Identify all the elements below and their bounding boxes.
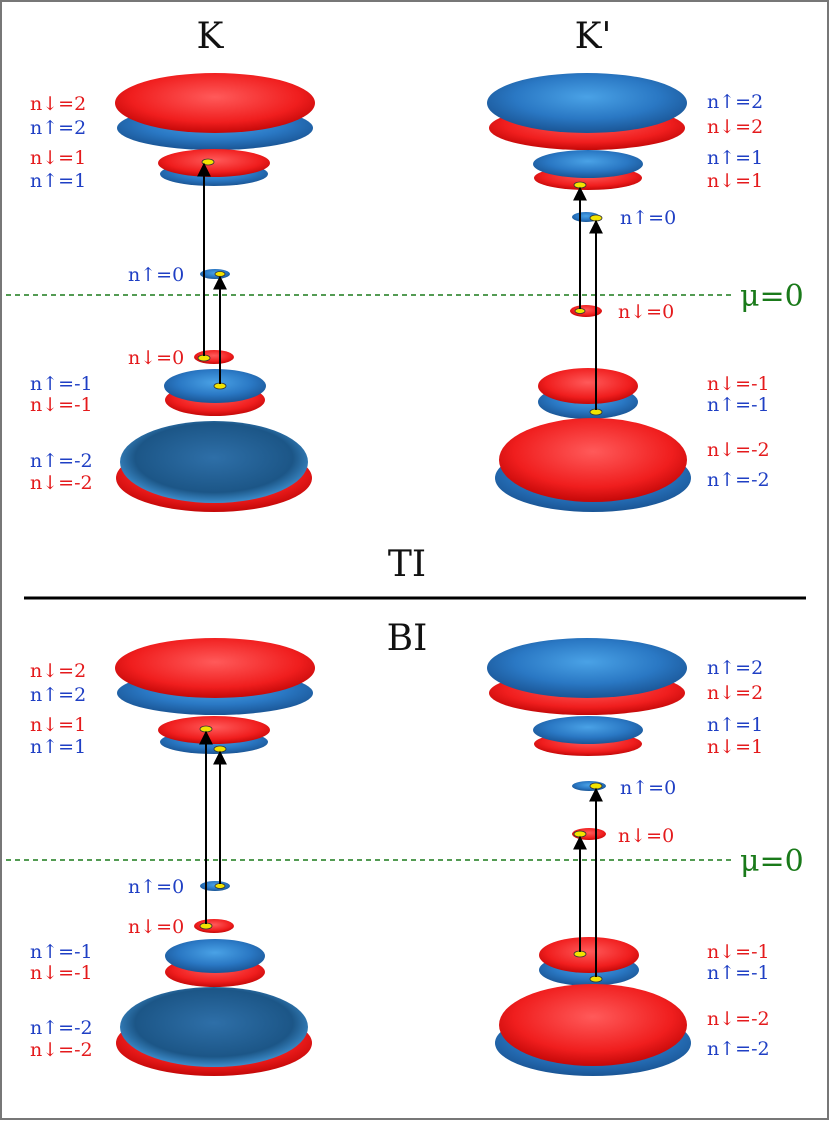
level-label: n↑=-2 [30, 1017, 93, 1039]
bi-phase-title: BI [387, 618, 428, 659]
disk-blue-dark [120, 421, 308, 503]
level-label: n↑=0 [128, 264, 184, 286]
ti-k-levels [115, 73, 315, 512]
level-label: n↑=1 [707, 147, 763, 169]
level-label: n↓=-2 [30, 472, 93, 494]
valley-kprime-title: K' [575, 16, 612, 57]
level-label: n↓=-1 [30, 962, 93, 984]
disk-blue-dark [120, 987, 308, 1067]
disk-blue [487, 638, 687, 698]
level-label: n↑=0 [620, 777, 676, 799]
marker-dot [213, 745, 227, 753]
marker-dot [573, 830, 587, 838]
level-label: n↓=1 [30, 147, 86, 169]
marker-dot [214, 883, 226, 889]
level-label: n↓=2 [707, 116, 763, 138]
level-label: n↓=0 [128, 916, 184, 938]
bi-kprime-labels: n↑=2 n↓=2 n↑=1 n↓=1 n↑=0 n↓=0 n↓=-1 n↑=-… [618, 657, 770, 1060]
level-label: n↓=-2 [707, 1008, 770, 1030]
level-label: n↓=2 [30, 93, 86, 115]
level-label: n↓=-2 [30, 1039, 93, 1061]
disk-blue [533, 150, 643, 178]
level-label: n↓=-1 [707, 941, 770, 963]
level-label: n↑=2 [707, 657, 763, 679]
level-label: n↑=0 [620, 207, 676, 229]
disk-red [539, 937, 639, 973]
level-label: n↓=-2 [707, 439, 770, 461]
level-label: n↓=0 [128, 347, 184, 369]
level-label: n↓=0 [618, 825, 674, 847]
level-label: n↓=-1 [30, 394, 93, 416]
level-label: n↓=1 [707, 170, 763, 192]
disk-blue [533, 716, 643, 744]
disk-red [158, 716, 270, 744]
ti-kprime-labels: n↑=2 n↓=2 n↑=1 n↓=1 n↑=0 n↓=0 n↓=-1 n↑=-… [618, 91, 770, 491]
bi-k-levels [115, 638, 315, 1076]
mu-label-ti: μ=0 [740, 279, 804, 314]
disk-blue [487, 73, 687, 133]
level-label: n↑=0 [128, 876, 184, 898]
level-label: n↑=2 [30, 684, 86, 706]
marker-dot [589, 214, 603, 222]
disk-red [194, 919, 234, 933]
mu-line-ti: μ=0 [6, 279, 804, 314]
bi-k-labels: n↓=2 n↑=2 n↓=1 n↑=1 n↑=0 n↓=0 n↑=-1 n↓=-… [30, 660, 184, 1061]
ti-kprime-levels [487, 73, 691, 512]
level-label: n↑=-2 [707, 1038, 770, 1060]
disk-red [499, 418, 687, 502]
valley-k-title: K [197, 16, 225, 57]
level-label: n↑=1 [707, 714, 763, 736]
disk-red [499, 984, 687, 1066]
bi-kprime-levels [487, 638, 691, 1076]
ti-phase-title: TI [388, 544, 426, 585]
marker-dot [199, 725, 213, 733]
level-label: n↑=2 [30, 117, 86, 139]
marker-dot [214, 271, 226, 277]
disk-red [570, 305, 602, 317]
level-label: n↑=-2 [30, 450, 93, 472]
level-label: n↓=0 [618, 301, 674, 323]
level-label: n↑=2 [707, 91, 763, 113]
ti-k-labels: n↓=2 n↑=2 n↓=1 n↑=1 n↑=0 n↓=0 n↑=-1 n↓=-… [30, 93, 184, 494]
disk-red [115, 73, 315, 133]
disk-red [115, 638, 315, 698]
marker-dot [573, 181, 587, 189]
level-label: n↓=1 [30, 714, 86, 736]
mu-line-bi: μ=0 [6, 844, 804, 879]
level-label: n↓=1 [707, 736, 763, 758]
level-label: n↑=-1 [30, 941, 93, 963]
marker-dot [589, 782, 603, 790]
marker-dot [574, 308, 586, 314]
level-label: n↑=1 [30, 736, 86, 758]
disk-red [538, 368, 638, 404]
level-label: n↑=-1 [707, 394, 770, 416]
disk-blue [165, 939, 265, 973]
level-label: n↑=1 [30, 170, 86, 192]
level-label: n↑=-2 [707, 469, 770, 491]
mu-label-bi: μ=0 [740, 844, 804, 879]
level-label: n↑=-1 [707, 962, 770, 984]
level-label: n↓=2 [707, 682, 763, 704]
level-label: n↓=-1 [707, 373, 770, 395]
level-label: n↓=2 [30, 660, 86, 682]
level-label: n↑=-1 [30, 373, 93, 395]
